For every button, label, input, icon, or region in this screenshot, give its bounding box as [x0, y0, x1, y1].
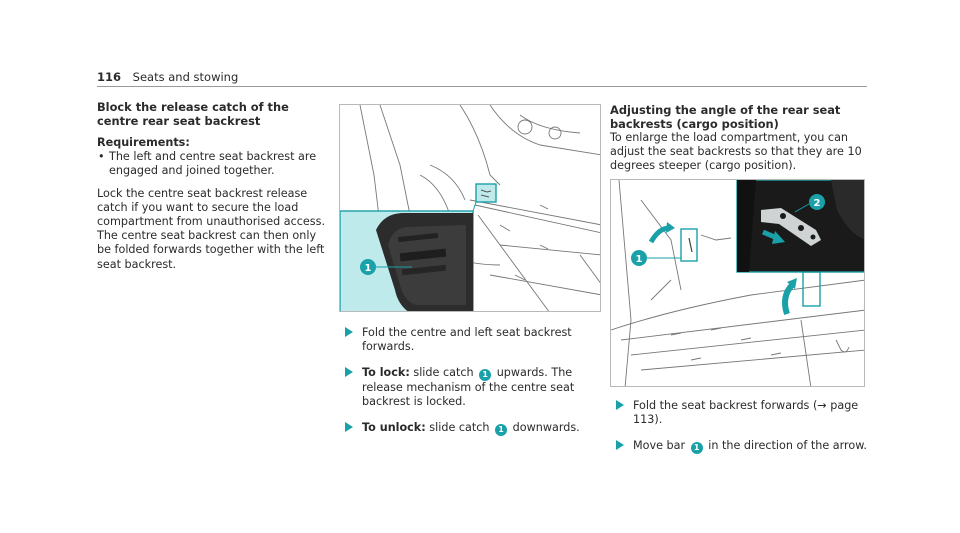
callout-1-badge: 1: [479, 369, 492, 381]
step-text: downwards.: [512, 421, 580, 434]
step-arrow-icon: [616, 400, 624, 410]
body-text: Lock the centre seat backrest release ca…: [97, 186, 326, 271]
section-title: Seats and stowing: [132, 70, 239, 84]
callout-1-badge: 1: [690, 442, 703, 454]
step-arrow-icon: [345, 367, 353, 377]
step-arrow-icon: [345, 422, 353, 432]
right-column: Adjusting the angle of the rear seat bac…: [610, 103, 868, 174]
left-column: Block the release catch of the centre re…: [97, 100, 329, 272]
callout-1-badge: 1: [495, 424, 508, 436]
right-steps: Fold the seat backrest forwards (→ page …: [610, 399, 868, 466]
requirement-text: The left and centre seat backrest are en…: [109, 150, 317, 178]
header-divider: [97, 86, 867, 87]
middle-steps: Fold the centre and left seat backrest f…: [339, 326, 601, 448]
section-heading: Adjusting the angle of the rear seat bac…: [610, 103, 841, 131]
section-heading: Block the release catch of the centre re…: [97, 100, 289, 128]
step-text: Move bar: [633, 439, 686, 452]
cargo-position-illustration: 1 2: [611, 180, 864, 386]
body-text: To enlarge the load compartment, you can…: [610, 131, 862, 173]
callout-1-fig1: 1: [365, 263, 372, 274]
step-label: To unlock:: [362, 421, 426, 434]
step-text: upwards. The release mechanism of the ce…: [362, 366, 575, 408]
step-text: Fold the seat backrest forwards (→ page …: [633, 399, 859, 426]
requirements-label: Requirements:: [97, 136, 190, 149]
requirement-item: • The left and centre seat backrest are …: [97, 150, 329, 178]
page-number: 116: [97, 70, 122, 84]
step-arrow-icon: [345, 327, 353, 337]
seat-interior-illustration: 1: [340, 105, 600, 311]
step-fold-backrest: Fold the seat backrest forwards (→ page …: [610, 399, 868, 427]
figure-cargo-position: 1 2: [610, 179, 865, 387]
step-text: slide catch: [413, 366, 474, 379]
callout-1-fig2: 1: [636, 254, 643, 265]
figure-seat-catch: 1: [339, 104, 601, 312]
bullet-icon: •: [98, 150, 105, 164]
page-header: 116 Seats and stowing: [97, 70, 238, 84]
step-fold: Fold the centre and left seat backrest f…: [339, 326, 601, 354]
step-unlock: To unlock: slide catch 1 downwards.: [339, 421, 601, 436]
callout-2-fig2: 2: [814, 198, 821, 209]
step-text: Fold the centre and left seat backrest f…: [362, 326, 572, 353]
step-text: slide catch: [429, 421, 490, 434]
step-arrow-icon: [616, 440, 624, 450]
step-lock: To lock: slide catch 1 upwards. The rele…: [339, 366, 601, 409]
step-label: To lock:: [362, 366, 410, 379]
step-text: in the direction of the arrow.: [708, 439, 867, 452]
step-move-bar: Move bar 1 in the direction of the arrow…: [610, 439, 868, 454]
